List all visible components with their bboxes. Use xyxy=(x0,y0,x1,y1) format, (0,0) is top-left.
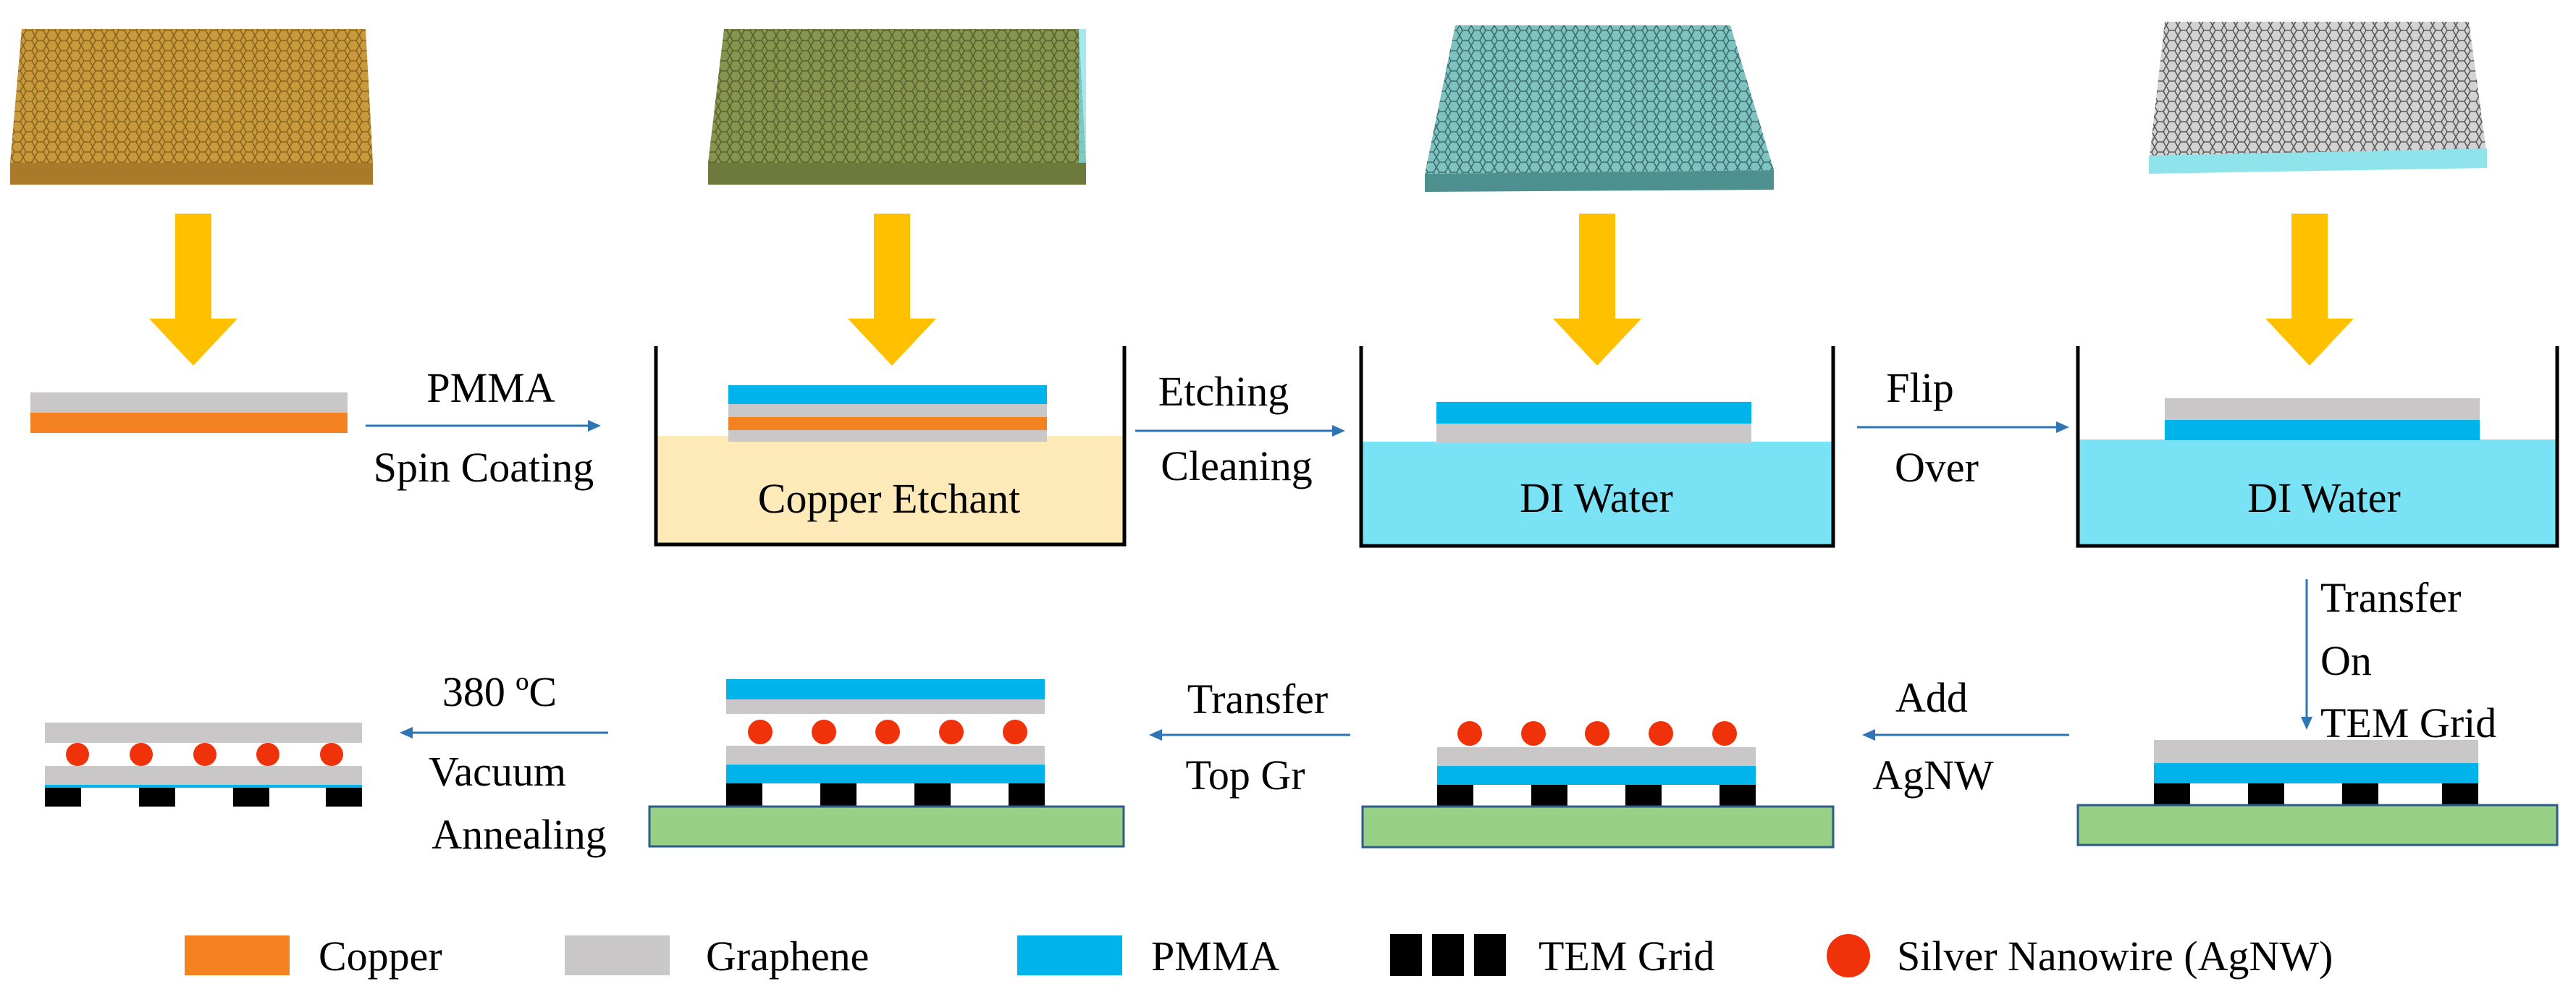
legend-graphene-swatch xyxy=(565,935,670,975)
arrow-down-icon xyxy=(2301,579,2312,730)
sheet-copper-graphene-3d xyxy=(10,29,373,185)
step-transfer-top-label: Transfer xyxy=(1187,676,1328,723)
stack-graphene-on-copper xyxy=(30,392,348,433)
legend-tem-grid: TEM Grid xyxy=(1390,933,1714,980)
arrow-right-icon xyxy=(1135,425,1345,437)
legend-pmma-label: PMMA xyxy=(1151,933,1279,980)
step-add-label: Add xyxy=(1895,674,1968,721)
arrow-left-icon xyxy=(400,727,608,739)
bath-di-water-2 xyxy=(2076,346,2559,548)
step-tem-grid-label: TEM Grid xyxy=(2320,699,2496,746)
sheet-graphene-pmma-floating-3d xyxy=(1425,25,1774,192)
legend-agnw: Silver Nanowire (AgNW) xyxy=(1827,933,2333,980)
legend-tem-grid-swatch xyxy=(1474,934,1506,976)
step-temperature-label: 380 ºC xyxy=(442,668,557,715)
step-transfer-label: Transfer xyxy=(2320,574,2461,621)
down-arrow-icon xyxy=(149,214,237,366)
step-spin-coating-label: Spin Coating xyxy=(374,444,594,491)
legend-copper-label: Copper xyxy=(319,933,442,980)
di-water-label-2: DI Water xyxy=(2247,474,2401,521)
arrow-left-icon xyxy=(1149,729,1350,741)
step-cleaning-label: Cleaning xyxy=(1161,442,1312,489)
legend-tem-grid-swatch xyxy=(1432,934,1464,976)
bath-copper-etchant xyxy=(654,346,1127,547)
stack-sandwich-on-tem-grid xyxy=(648,679,1125,848)
step-vacuum-label: Vacuum xyxy=(429,748,566,795)
step-over-label: Over xyxy=(1895,444,1979,491)
legend-agnw-swatch xyxy=(1827,934,1870,977)
legend-copper: Copper xyxy=(185,933,442,980)
legend-copper-swatch xyxy=(185,935,290,975)
step-flip-label: Flip xyxy=(1886,364,1954,411)
bath-di-water-1 xyxy=(1359,346,1835,548)
legend-tem-grid-swatch xyxy=(1390,934,1422,976)
step-on-label: On xyxy=(2320,637,2372,684)
step-agnw-label: AgNW xyxy=(1872,752,1994,799)
legend-graphene-label: Graphene xyxy=(706,933,869,980)
down-arrow-icon xyxy=(848,214,936,366)
legend-pmma-swatch xyxy=(1017,935,1122,975)
legend-tem-grid-label: TEM Grid xyxy=(1539,933,1714,980)
legend-pmma: PMMA xyxy=(1017,933,1279,980)
step-top-gr-label: Top Gr xyxy=(1185,752,1305,799)
legend: Copper Graphene PMMA TEM Grid Silver Nan… xyxy=(185,933,2333,980)
stack-agnw-on-tem-grid xyxy=(1361,721,1835,849)
legend-agnw-label: Silver Nanowire (AgNW) xyxy=(1897,933,2333,980)
step-pmma-label: PMMA xyxy=(426,364,555,411)
stack-on-tem-grid xyxy=(2076,740,2559,846)
legend-graphene: Graphene xyxy=(565,933,869,980)
step-annealing-label: Annealing xyxy=(432,811,607,858)
down-arrow-icon xyxy=(2265,214,2354,366)
stack-final-annealed xyxy=(45,723,362,807)
step-etching-label: Etching xyxy=(1158,368,1289,415)
arrow-left-icon xyxy=(1862,729,2069,741)
sheet-pmma-coated-3d xyxy=(708,29,1086,185)
sheet-flipped-graphene-3d xyxy=(2149,22,2487,174)
down-arrow-icon xyxy=(1553,214,1641,366)
di-water-label-1: DI Water xyxy=(1520,474,1673,521)
arrow-right-icon xyxy=(1857,421,2069,433)
arrow-right-icon xyxy=(366,420,601,432)
copper-etchant-label: Copper Etchant xyxy=(758,475,1020,522)
